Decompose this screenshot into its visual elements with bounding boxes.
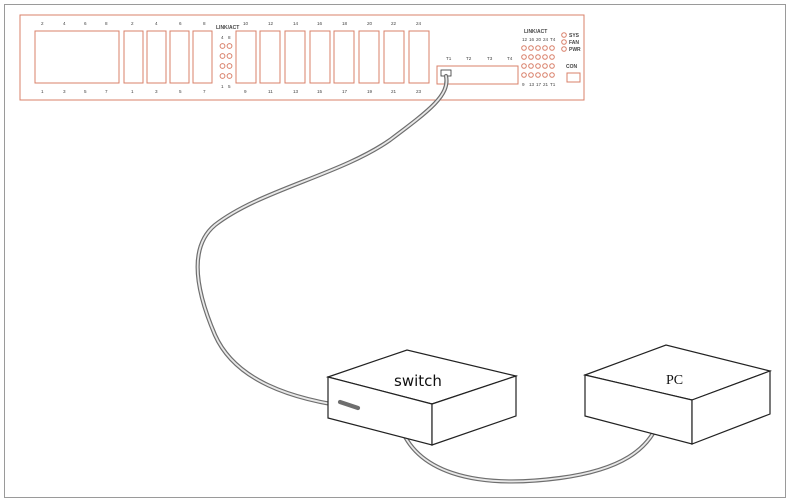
port-number: 6 <box>84 21 87 26</box>
port-number: 22 <box>391 21 397 26</box>
port-number: 1 <box>131 89 134 94</box>
led-number: 24 <box>543 37 549 42</box>
led-number: 20 <box>536 37 542 42</box>
panel-outline <box>19 14 585 101</box>
cable-uplink-to-switch <box>195 73 449 411</box>
port-slot <box>146 30 167 84</box>
led-number: T1 <box>550 82 556 87</box>
linkact-leds-right: LINK/ACT 12 16 20 24 T4 9 13 17 21 T1 <box>521 29 556 87</box>
led-number: 12 <box>522 37 528 42</box>
pc-label: PC <box>666 373 683 388</box>
port-number: 5 <box>84 89 87 94</box>
port-number: 15 <box>317 89 323 94</box>
led-number: 21 <box>543 82 549 87</box>
console-port: CON <box>566 64 581 83</box>
port-number: 18 <box>342 21 348 26</box>
led-number: 9 <box>522 82 525 87</box>
cable-end-switch <box>337 399 361 411</box>
uplink-label: T2 <box>466 56 472 61</box>
port-slot <box>235 30 257 84</box>
port-number: 13 <box>293 89 299 94</box>
port-slot <box>192 30 213 84</box>
port-block-large <box>34 30 120 84</box>
top-port-numbers-group1: 2 4 6 8 <box>41 21 108 26</box>
bottom-port-numbers-group2: 1 3 5 7 <box>131 89 206 94</box>
port-number: 17 <box>342 89 348 94</box>
port-slot <box>408 30 430 84</box>
port-number: 11 <box>268 89 273 94</box>
port-number: 1 <box>41 89 44 94</box>
led-number: 16 <box>529 37 535 42</box>
led-number: 17 <box>536 82 542 87</box>
port-slot <box>358 30 380 84</box>
status-pwr-label: PWR <box>569 47 581 53</box>
linkact-leds-left: LINK/ACT 4 8 1 5 <box>216 25 239 89</box>
port-number: 12 <box>268 21 274 26</box>
port-number: 8 <box>105 21 108 26</box>
port-slot <box>284 30 306 84</box>
led-number: 8 <box>228 35 231 40</box>
uplink-label: T4 <box>507 56 513 61</box>
status-sys-label: SYS <box>569 33 580 39</box>
port-number: 2 <box>131 21 134 26</box>
port-number: 9 <box>244 89 247 94</box>
port-number: 24 <box>416 21 422 26</box>
pc-box-side <box>691 370 771 445</box>
port-slot <box>123 30 144 84</box>
port-number: 7 <box>203 89 206 94</box>
top-port-numbers-group3: 10 12 14 16 18 20 22 24 <box>243 21 422 26</box>
uplink-cage <box>436 65 519 85</box>
pc-box: PC <box>582 344 773 445</box>
port-number: 10 <box>243 21 249 26</box>
port-number: 16 <box>317 21 323 26</box>
port-number: 20 <box>367 21 373 26</box>
port-number: 8 <box>203 21 206 26</box>
port-number: 4 <box>63 21 66 26</box>
led-number: 1 <box>221 84 224 89</box>
switch-label: switch <box>394 372 442 390</box>
uplink-port-block: T1 T2 T3 T4 <box>436 56 519 85</box>
port-number: 23 <box>416 89 422 94</box>
switch-box: switch <box>325 349 519 446</box>
bottom-port-numbers-group3: 9 11 13 15 17 19 21 23 <box>244 89 422 94</box>
port-slot <box>259 30 281 84</box>
port-slot <box>169 30 190 84</box>
led-number: 13 <box>529 82 535 87</box>
port-number: 2 <box>41 21 44 26</box>
console-connector <box>566 72 581 83</box>
led-number: T4 <box>550 37 556 42</box>
led-number: 4 <box>221 35 224 40</box>
port-number: 21 <box>391 89 397 94</box>
switch-box-side <box>431 375 517 446</box>
port-slot <box>333 30 355 84</box>
cable-switch-to-pc <box>397 415 663 484</box>
port-number: 3 <box>63 89 66 94</box>
console-label: CON <box>566 64 578 70</box>
uplink-label: T1 <box>446 56 452 61</box>
bottom-port-numbers-group1: 1 3 5 7 <box>41 89 108 94</box>
linkact-label: LINK/ACT <box>524 29 547 35</box>
switch-front-panel: 2 4 6 8 1 3 5 7 2 4 6 8 1 3 5 7 <box>19 14 585 101</box>
port-slot <box>309 30 331 84</box>
uplink-label: T3 <box>487 56 493 61</box>
port-number: 19 <box>367 89 373 94</box>
top-port-numbers-group2: 2 4 6 8 <box>131 21 206 26</box>
port-number: 5 <box>179 89 182 94</box>
status-fan-label: FAN <box>569 40 579 46</box>
led-number: 5 <box>228 84 231 89</box>
port-slot <box>383 30 405 84</box>
port-number: 4 <box>155 21 158 26</box>
port-number: 14 <box>293 21 299 26</box>
port-number: 3 <box>155 89 158 94</box>
port-number: 6 <box>179 21 182 26</box>
port-number: 7 <box>105 89 108 94</box>
linkact-label: LINK/ACT <box>216 25 239 31</box>
status-leds: SYS FAN PWR <box>561 32 581 53</box>
